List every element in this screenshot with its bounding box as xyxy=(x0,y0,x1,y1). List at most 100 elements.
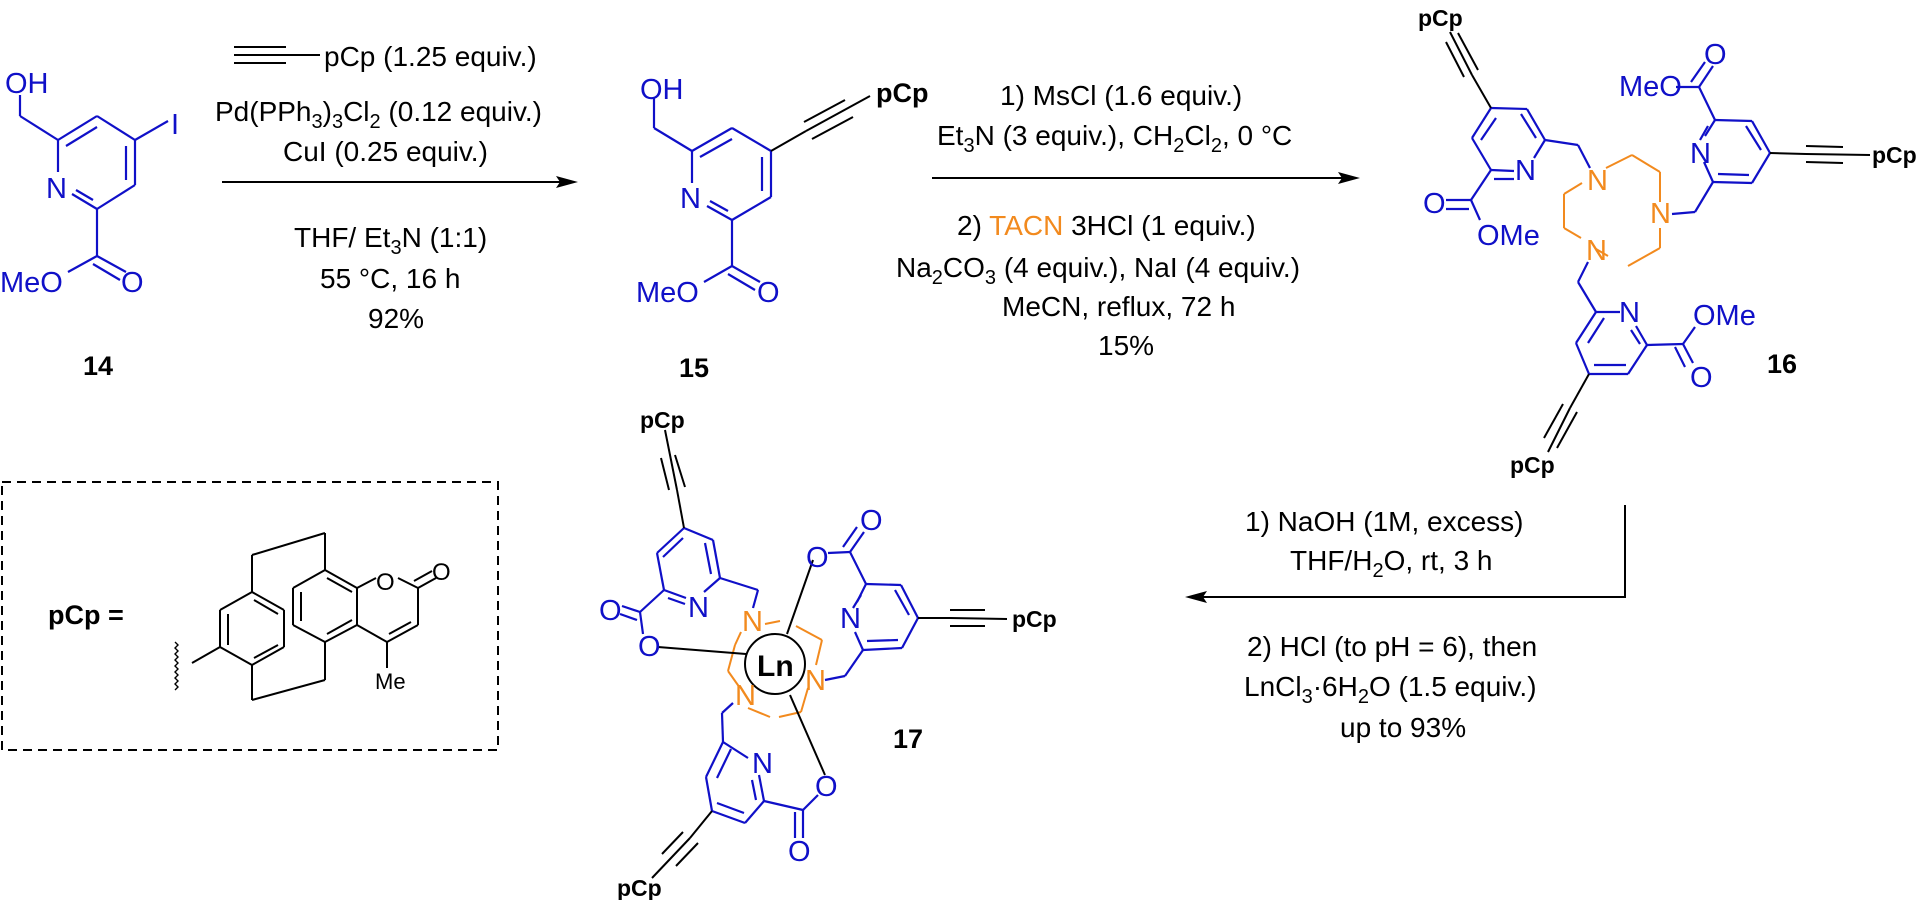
compound-17-label: 17 xyxy=(893,724,923,754)
pyridine-n2: N xyxy=(840,603,861,635)
compound-17-coordination-bonds xyxy=(657,559,826,776)
atom-oh: OH xyxy=(5,68,49,100)
metal-ln: Ln xyxy=(757,650,794,683)
pyridine-n3: N xyxy=(1619,297,1640,329)
compound-17-pyridine-bottom xyxy=(704,702,819,838)
atom-o4: O xyxy=(860,505,883,537)
compound-15-bonds xyxy=(652,98,773,291)
step2-line4: Na2CO3 (4 equiv.), NaI (4 equiv.) xyxy=(896,252,1300,289)
atom-iodine: I xyxy=(171,109,179,141)
compound-15-alkyne xyxy=(770,95,871,152)
atom-pcp-top: pCp xyxy=(1418,5,1463,31)
compound-16-alkyne-right xyxy=(1769,145,1871,164)
compound-17-alkyne-bottom xyxy=(651,810,713,879)
tacn-n3: N xyxy=(735,680,756,712)
step3-line4: LnCl3·6H2O (1.5 equiv.) xyxy=(1244,671,1537,708)
atom-o-bottom: O xyxy=(1690,362,1713,394)
pcp-definition-box: pCp = xyxy=(1,481,499,751)
step1-solvent: THF/ Et3N (1:1) xyxy=(294,222,487,259)
step1-alkyne-reagent: pCp (1.25 equiv.) xyxy=(324,41,537,72)
compound-16-alkyne-top xyxy=(1445,31,1492,109)
compound-14-bonds xyxy=(18,95,169,281)
compound-15: OH pCp N MeO O 15 xyxy=(636,74,928,383)
tacn-n1: N xyxy=(1587,165,1608,197)
atom-meo: MeO xyxy=(0,267,63,299)
atom-o6: O xyxy=(788,836,811,868)
step2-line1: 1) MsCl (1.6 equiv.) xyxy=(1000,80,1242,111)
atom-meo: MeO xyxy=(636,277,699,309)
compound-16-pyridine-left xyxy=(1446,106,1591,221)
atom-pcp-right: pCp xyxy=(1012,606,1057,632)
compound-16-tacn-ring xyxy=(1563,154,1661,267)
atom-o-carbonyl: O xyxy=(432,559,451,586)
pyridine-n1: N xyxy=(688,592,709,624)
step2-line3: 2) TACN 3HCl (1 equiv.) xyxy=(957,210,1256,241)
tacn-n2: N xyxy=(1650,198,1671,230)
compound-16-pyridine-bottom xyxy=(1574,261,1696,376)
compound-17-alkyne-right xyxy=(918,609,1008,627)
paracyclophane-coumarin-structure xyxy=(174,532,437,701)
dashed-border xyxy=(1,481,499,751)
atom-o2: O xyxy=(638,631,661,663)
atom-pcp-top: pCp xyxy=(640,407,685,433)
atom-meo-top: MeO xyxy=(1619,71,1682,103)
tacn-n2: N xyxy=(805,665,826,697)
arrow-3-head-icon xyxy=(1185,591,1207,603)
compound-15-label: 15 xyxy=(679,353,709,383)
compound-14-label: 14 xyxy=(83,351,113,381)
atom-pcp: pCp xyxy=(876,78,928,108)
step1-catalyst: Pd(PPh3)3Cl2 (0.12 equiv.) xyxy=(215,96,542,133)
atom-n: N xyxy=(680,183,701,215)
pyridine-n3: N xyxy=(752,748,773,780)
step2-line5: MeCN, reflux, 72 h xyxy=(1002,291,1235,322)
atom-pcp-bottom: pCp xyxy=(617,875,662,900)
arrow-2-head-icon xyxy=(1338,172,1360,184)
reaction-step-1: pCp (1.25 equiv.) Pd(PPh3)3Cl2 (0.12 equ… xyxy=(215,41,578,334)
pyridine-n2: N xyxy=(1690,138,1711,170)
step1-conditions: 55 °C, 16 h xyxy=(320,263,460,294)
compound-16-alkyne-bottom xyxy=(1543,373,1590,453)
step2-line2: Et3N (3 equiv.), CH2Cl2, 0 °C xyxy=(937,120,1292,157)
atom-o-ring: O xyxy=(376,569,395,596)
arrow-1-head-icon xyxy=(556,176,578,188)
atom-o-top: O xyxy=(1704,39,1727,71)
compound-17-alkyne-top xyxy=(660,429,686,529)
atom-me: Me xyxy=(375,669,406,694)
pcp-definition-label: pCp = xyxy=(48,600,124,630)
metal-center-circle xyxy=(744,633,806,695)
atom-n: N xyxy=(46,173,67,205)
reaction-step-2: 1) MsCl (1.6 equiv.) Et3N (3 equiv.), CH… xyxy=(896,80,1360,361)
atom-pcp-right: pCp xyxy=(1872,142,1917,168)
compound-14: OH I N MeO O 14 xyxy=(0,68,179,381)
compound-17-pyridine-right xyxy=(824,526,919,682)
atom-o: O xyxy=(757,277,780,309)
atom-o3: O xyxy=(806,542,829,574)
pyridine-n1: N xyxy=(1515,155,1536,187)
tacn-n3: N xyxy=(1586,235,1607,267)
arrow-3-shaft xyxy=(1200,505,1626,598)
wavy-bond-icon xyxy=(174,641,179,691)
alkyne-reagent-icon xyxy=(234,46,320,64)
compound-16-pyridine-right xyxy=(1671,61,1771,216)
step1-cocatalyst: CuI (0.25 equiv.) xyxy=(283,136,488,167)
step2-yield: 15% xyxy=(1098,330,1154,361)
compound-16-label: 16 xyxy=(1767,349,1797,379)
atom-o5: O xyxy=(815,771,838,803)
compound-17-tacn-ring xyxy=(727,620,823,718)
atom-oh: OH xyxy=(640,74,684,106)
atom-o-left: O xyxy=(1423,188,1446,220)
step3-line1: 1) NaOH (1M, excess) xyxy=(1245,506,1524,537)
step3-line2: THF/H2O, rt, 3 h xyxy=(1290,545,1493,582)
step3-yield: up to 93% xyxy=(1340,712,1466,743)
reaction-step-3: 1) NaOH (1M, excess) THF/H2O, rt, 3 h 2)… xyxy=(1185,505,1626,743)
tacn-n1: N xyxy=(742,606,763,638)
atom-pcp-bottom: pCp xyxy=(1510,452,1555,478)
atom-ome-bottom: OMe xyxy=(1693,300,1756,332)
atom-o1: O xyxy=(599,595,622,627)
compound-16: N N N pCp N O OMe xyxy=(1418,5,1917,478)
step1-yield: 92% xyxy=(368,303,424,334)
compound-17: Ln N N N pCp N xyxy=(599,407,1057,900)
compound-17-pyridine-top xyxy=(619,526,760,635)
atom-o: O xyxy=(121,267,144,299)
